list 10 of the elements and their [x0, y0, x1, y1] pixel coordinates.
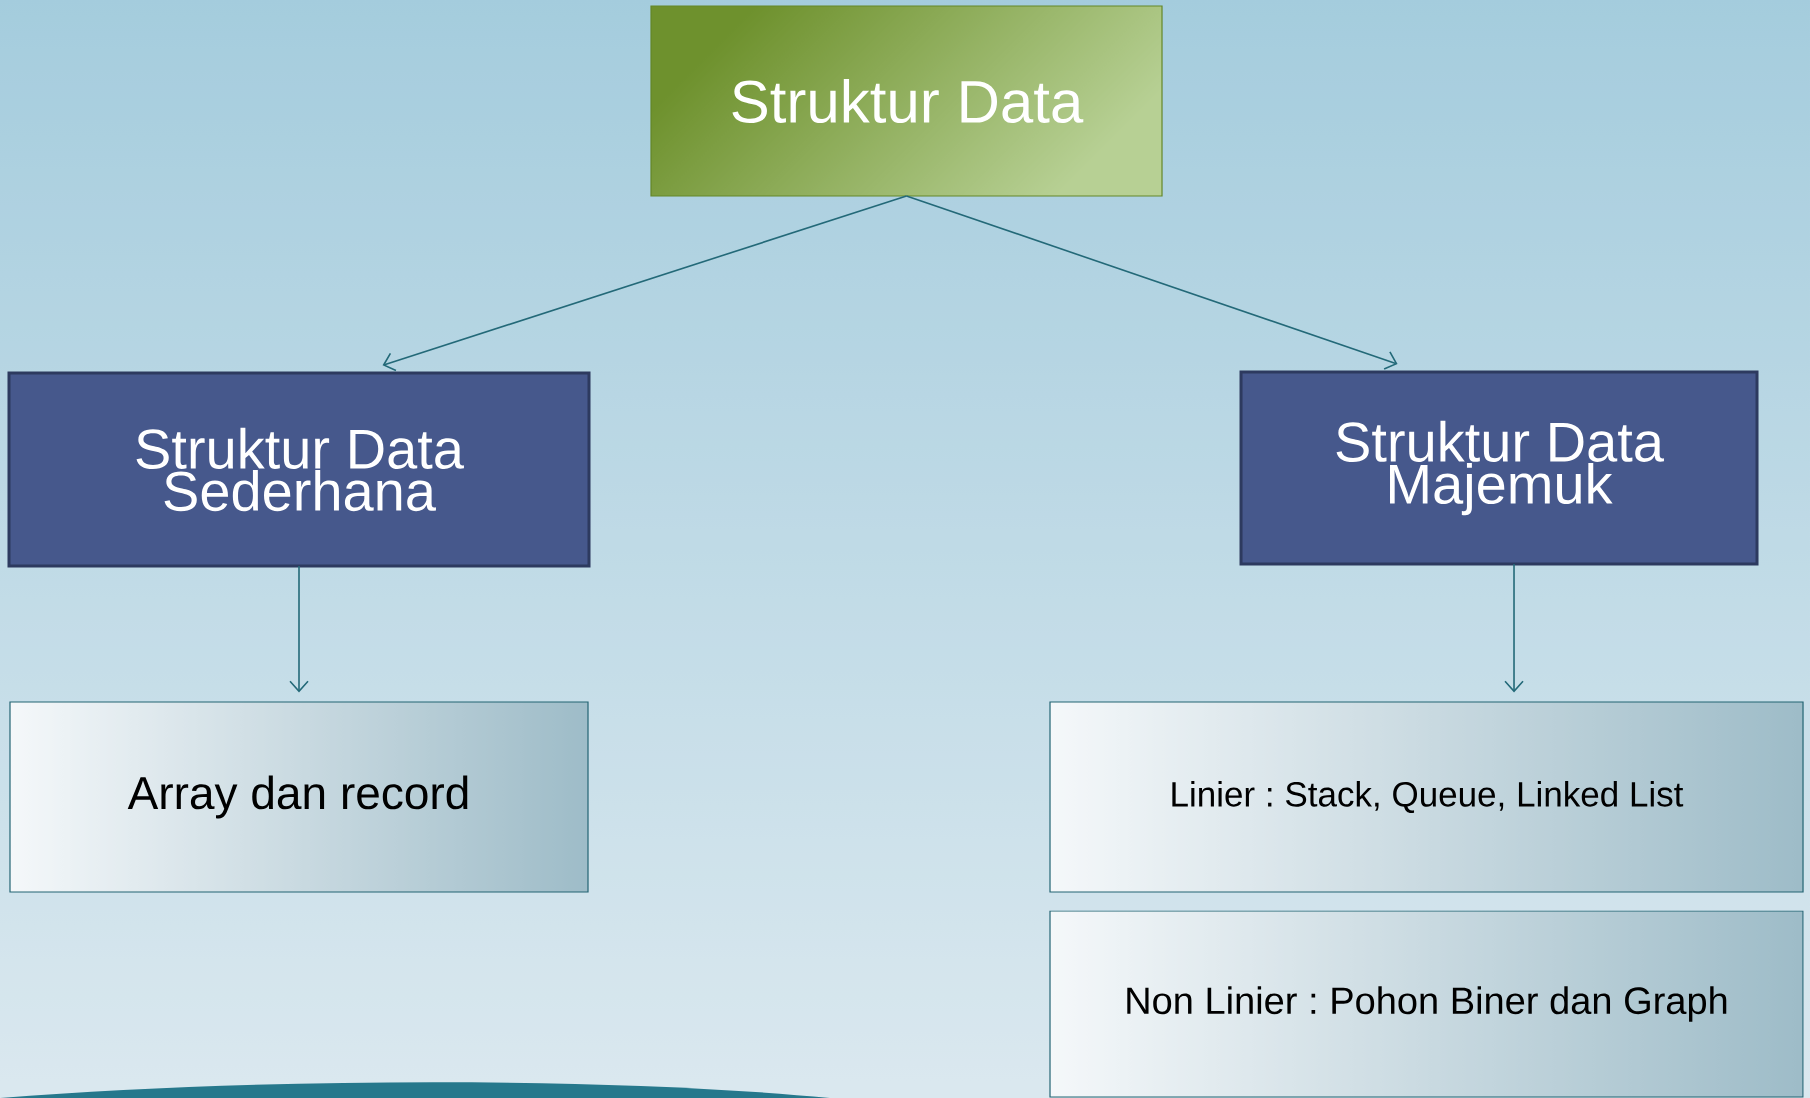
box: Linier : Stack, Queue, Linked List: [1049, 701, 1804, 893]
box: Array dan record: [9, 701, 589, 893]
box: Struktur Data: [650, 5, 1163, 197]
arrow: [1504, 563, 1524, 693]
arrow: [382, 195, 908, 372]
arrow: [905, 195, 1398, 370]
arrow: [289, 565, 309, 693]
box: Non Linier : Pohon Biner dan Graph: [1049, 910, 1804, 1098]
box: Struktur Data Majemuk: [1239, 370, 1759, 566]
box: Struktur Data Sederhana: [7, 371, 591, 568]
